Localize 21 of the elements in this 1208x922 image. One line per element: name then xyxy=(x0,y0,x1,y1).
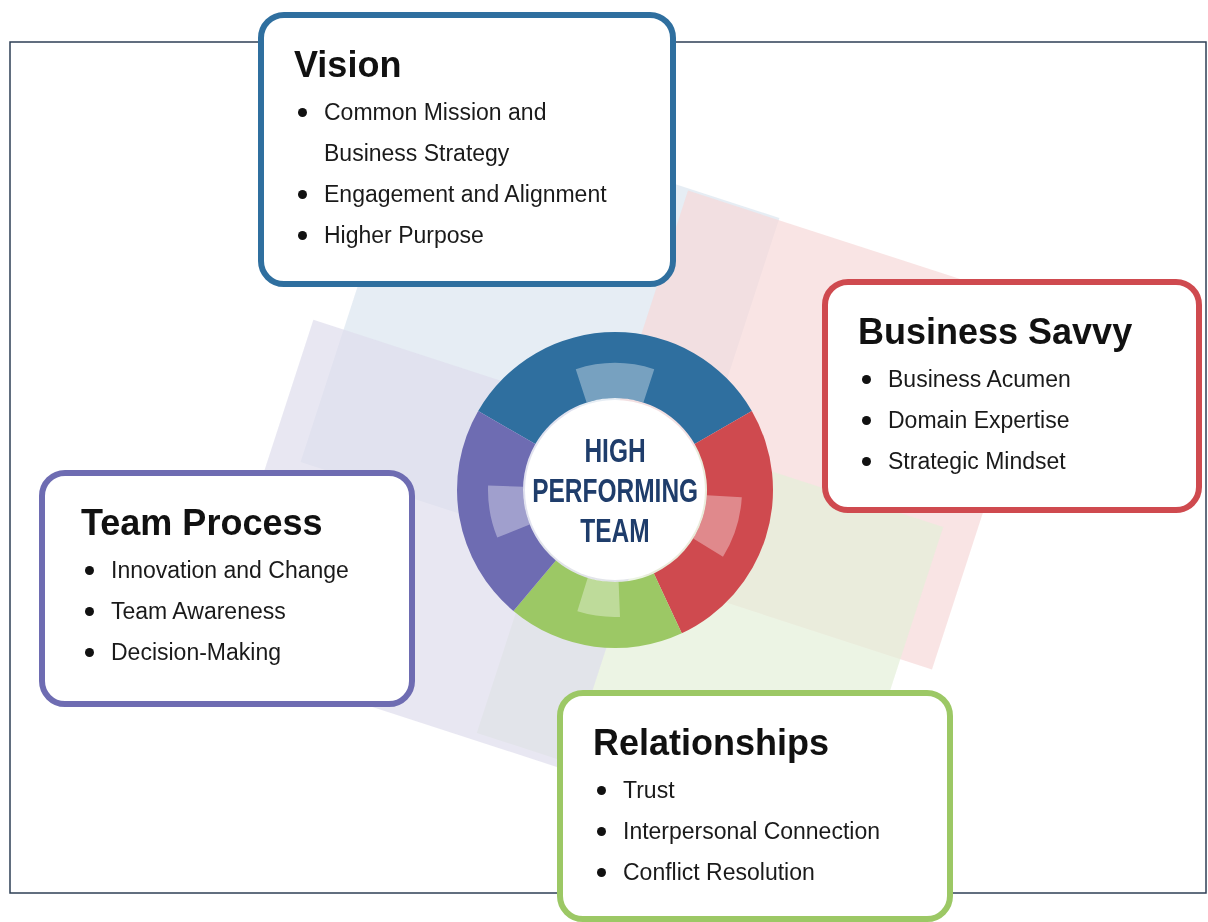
category-box xyxy=(39,470,415,707)
category-heading: Team Process xyxy=(81,502,324,544)
bullet-item: Conflict Resolution xyxy=(593,852,917,893)
bullet-item: Common Mission and Business Strategy xyxy=(294,92,640,174)
category-box xyxy=(258,12,676,287)
category-heading: Vision xyxy=(294,44,403,86)
bullet-item: Business Acumen xyxy=(858,359,1166,400)
category-box xyxy=(557,690,953,922)
bullet-item: Engagement and Alignment xyxy=(294,174,640,215)
bullet-item: Trust xyxy=(593,770,917,811)
bullet-item: Decision-Making xyxy=(81,632,373,673)
bullet-item: Strategic Mindset xyxy=(858,441,1166,482)
bullet-item: Higher Purpose xyxy=(294,215,640,256)
bullet-item: Team Awareness xyxy=(81,591,373,632)
category-heading: Relationships xyxy=(593,722,831,764)
category-heading: Business Savvy xyxy=(858,311,1134,353)
bullet-item: Domain Expertise xyxy=(858,400,1166,441)
bullet-item: Interpersonal Connection xyxy=(593,811,917,852)
bullet-item: Innovation and Change xyxy=(81,550,373,591)
category-box xyxy=(822,279,1202,513)
center-title: HIGH PERFORMING TEAM xyxy=(532,430,698,550)
